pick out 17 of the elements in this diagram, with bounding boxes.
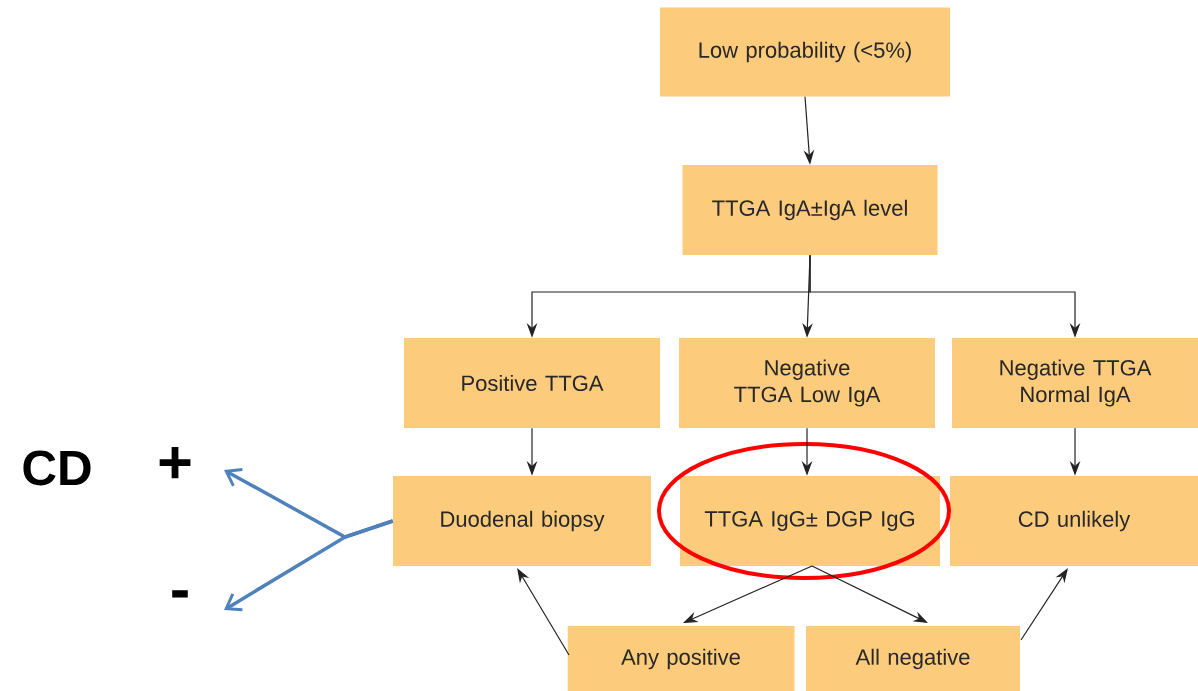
arrow — [811, 565, 928, 623]
sign-label: - — [172, 590, 188, 598]
process-box: TTGA IgA±IgA level — [682, 165, 938, 255]
arrow — [1020, 568, 1068, 641]
arrow — [224, 519, 394, 612]
process-box: Negative TTGA Low IgA — [679, 338, 935, 428]
process-box: All negative — [806, 626, 1020, 691]
axis-label: CD — [23, 450, 91, 486]
process-box: Any positive — [567, 626, 795, 691]
arrow — [517, 568, 570, 656]
process-box: Positive TTGA — [404, 338, 660, 428]
process-box: Negative TTGA Normal IgA — [952, 338, 1198, 428]
process-box: TTGA IgG± DGP IgG — [680, 476, 940, 566]
process-box: CD unlikely — [950, 476, 1198, 566]
process-box: Low probability (<5%) — [660, 7, 950, 97]
sign-label: + — [159, 447, 191, 479]
process-box: Duodenal biopsy — [393, 476, 651, 566]
